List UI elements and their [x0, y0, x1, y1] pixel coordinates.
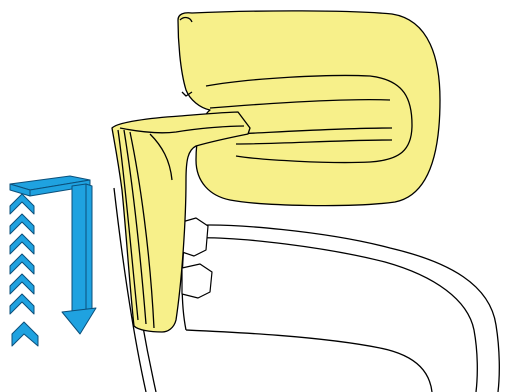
chevron-up-icon	[9, 193, 35, 215]
headrest-inner-panel	[205, 74, 413, 164]
arrow-head	[61, 307, 97, 335]
bent-arrow-down-icon	[9, 175, 97, 335]
chevron-up-icon	[9, 273, 35, 295]
backrest-inner-edge	[189, 237, 478, 392]
headrest-top-fold	[179, 16, 193, 23]
support-arm-body	[111, 111, 251, 333]
mount-bracket	[181, 217, 213, 299]
chevron-up-icon	[9, 253, 35, 275]
headrest-hinge	[181, 91, 193, 97]
height-adjust-indicator	[9, 175, 97, 347]
bracket-upper	[181, 217, 209, 257]
chair-left-frame	[113, 187, 147, 392]
headrest-outline	[177, 10, 441, 207]
backrest-outer-edge	[185, 224, 500, 392]
chevron-up-icon	[9, 293, 35, 315]
chevron-up-icon	[9, 233, 35, 255]
support-arm-edge-1	[117, 129, 139, 321]
chevron-up-icon	[9, 213, 35, 235]
arrow-shaft	[71, 183, 87, 315]
headrest-seam-1	[209, 98, 391, 109]
support-arm-edge-3	[129, 131, 155, 329]
headrest-cushion	[177, 10, 441, 207]
support-arm-edge-2	[123, 129, 147, 325]
support-arm-inner-fold	[149, 133, 173, 181]
support-arm-top-face	[119, 125, 245, 134]
headrest-seam-3	[235, 139, 393, 145]
headrest-seam-2	[235, 127, 393, 135]
chevron-up-icon	[11, 321, 39, 347]
chair-lower-curve	[185, 329, 433, 392]
bracket-lower	[181, 263, 213, 299]
headrest-support-arm	[111, 111, 251, 333]
arrow-shaft-side	[85, 183, 93, 313]
